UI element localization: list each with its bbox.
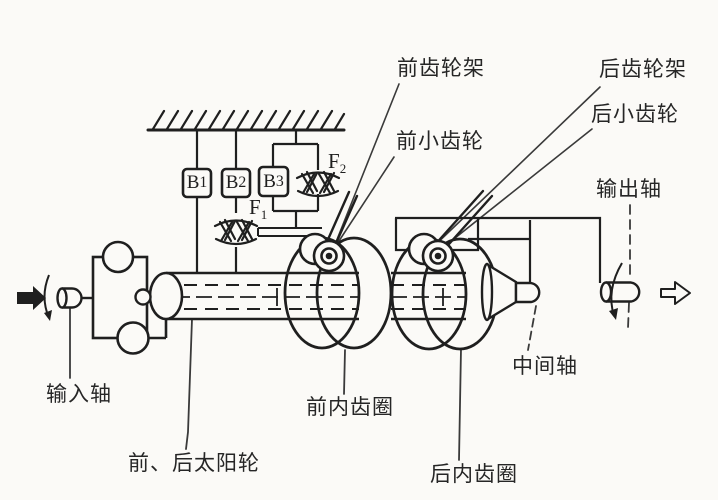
label-intermediate-shaft: 中间轴 bbox=[512, 354, 578, 378]
output-shaft-cylinder bbox=[599, 281, 641, 303]
output-rotation-arrow-icon bbox=[609, 262, 623, 320]
output-assembly bbox=[599, 262, 691, 320]
label-rear-carrier: 后齿轮架 bbox=[599, 57, 687, 81]
label-rear-pinion: 后小齿轮 bbox=[591, 102, 679, 126]
leader-rear-carrier bbox=[429, 86, 601, 251]
brake-b2-box bbox=[220, 167, 252, 199]
label-front-pinion: 前小齿轮 bbox=[396, 129, 484, 153]
brake-links bbox=[195, 130, 298, 272]
brake-b1-box bbox=[181, 167, 213, 199]
carrier-arm-front bbox=[324, 190, 359, 252]
leader-intermediate-shaft bbox=[527, 305, 537, 351]
leader-lines bbox=[69, 83, 631, 461]
front-pinion-gear bbox=[298, 232, 346, 273]
output-direction-arrow-icon bbox=[660, 281, 691, 305]
brake-b3-bracket bbox=[271, 142, 320, 228]
coupling-bottom-roller bbox=[116, 321, 150, 355]
clutch-f2-symbol bbox=[295, 170, 341, 198]
rear-pinion-gear bbox=[407, 232, 455, 273]
leader-front-carrier bbox=[335, 83, 400, 243]
leader-rear-ring bbox=[458, 348, 462, 461]
rear-carrier-plate bbox=[394, 216, 602, 283]
label-output-shaft: 输出轴 bbox=[596, 177, 662, 201]
leader-front-ring bbox=[343, 349, 346, 395]
label-clutch-f1: F1 bbox=[249, 195, 268, 223]
label-clutch-f2: F2 bbox=[328, 149, 347, 177]
ground-hatching bbox=[146, 109, 346, 132]
label-input-shaft: 输入轴 bbox=[46, 382, 112, 406]
intermediate-bracket bbox=[468, 220, 532, 282]
label-sun-gears: 前、后太阳轮 bbox=[128, 451, 260, 475]
leader-sun-gears bbox=[185, 318, 193, 450]
carrier-arm-rear bbox=[431, 189, 494, 255]
clutch-f1-symbol bbox=[213, 218, 259, 246]
input-shaft-stub bbox=[56, 287, 93, 309]
shaft-left-boss bbox=[148, 271, 184, 321]
leader-rear-pinion bbox=[439, 128, 593, 251]
main-shaft bbox=[134, 271, 466, 321]
centerline-marks bbox=[276, 288, 444, 306]
label-rear-ring-gear: 后内齿圈 bbox=[430, 462, 518, 486]
coupling-top-roller bbox=[101, 240, 135, 274]
input-coupling-block bbox=[91, 240, 168, 355]
intermediate-shaft-stub bbox=[514, 281, 541, 304]
output-bracket bbox=[395, 216, 602, 283]
label-front-carrier: 前齿轮架 bbox=[397, 56, 485, 80]
input-assembly bbox=[17, 240, 168, 355]
carrier-arms bbox=[324, 189, 494, 255]
label-front-ring-gear: 前内齿圈 bbox=[306, 395, 394, 419]
leader-front-pinion bbox=[336, 156, 395, 245]
input-rotation-arrow-icon bbox=[43, 274, 52, 321]
input-arrow-icon bbox=[17, 286, 46, 310]
leader-output-shaft bbox=[627, 204, 631, 329]
intermediate-shaft-cone bbox=[480, 262, 541, 322]
shaft-input-journal bbox=[134, 288, 152, 306]
